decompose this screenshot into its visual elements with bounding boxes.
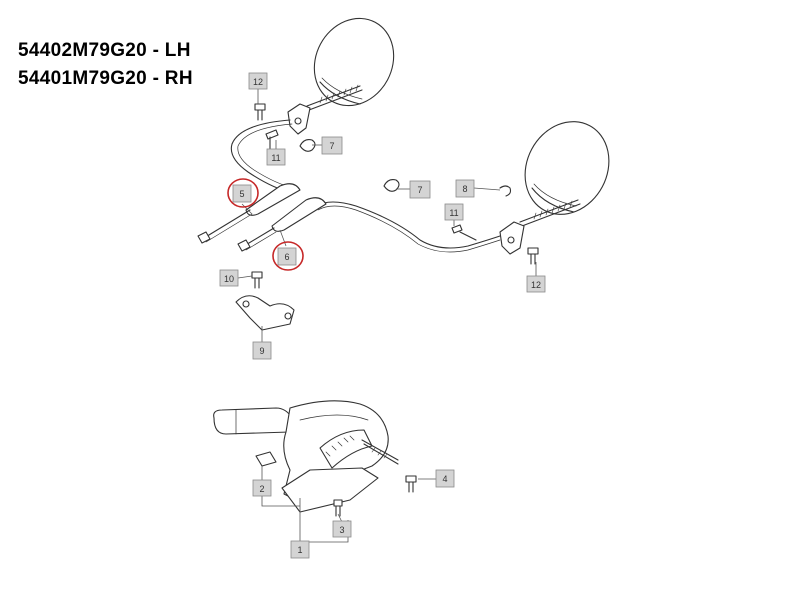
clip-7-right bbox=[383, 179, 400, 192]
right-brake-drum bbox=[524, 121, 610, 215]
bolt-12-left bbox=[254, 103, 266, 121]
svg-text:7: 7 bbox=[417, 185, 422, 195]
svg-text:4: 4 bbox=[442, 474, 447, 484]
bolt-10 bbox=[251, 271, 263, 289]
bolt-12-right bbox=[527, 247, 539, 265]
callout-7-right: 7 bbox=[409, 180, 431, 199]
callout-2: 2 bbox=[252, 479, 272, 497]
svg-text:10: 10 bbox=[224, 274, 234, 284]
hand-brake-lever bbox=[213, 400, 399, 513]
svg-text:8: 8 bbox=[462, 184, 467, 194]
svg-text:2: 2 bbox=[259, 484, 264, 494]
callout-3: 3 bbox=[332, 520, 352, 538]
bolt-11-left bbox=[265, 129, 279, 140]
right-cable bbox=[315, 201, 501, 249]
svg-text:12: 12 bbox=[253, 77, 263, 87]
callout-8: 8 bbox=[455, 179, 475, 198]
callout-5: 5 bbox=[227, 178, 259, 208]
callout-10: 10 bbox=[219, 269, 239, 287]
svg-text:7: 7 bbox=[329, 141, 334, 151]
left-brake-drum bbox=[313, 17, 395, 107]
highlight-circle-6 bbox=[272, 241, 304, 271]
right-cable-bracket bbox=[499, 221, 525, 255]
callout-11-left: 11 bbox=[266, 148, 286, 166]
left-cable-bracket bbox=[287, 103, 311, 135]
svg-text:3: 3 bbox=[339, 525, 344, 535]
clip-7-left bbox=[299, 139, 316, 152]
callout-11-right: 11 bbox=[444, 203, 464, 221]
callout-labels: 12 11 7 5 6 7 8 11 bbox=[219, 72, 546, 559]
right-threaded-rod bbox=[519, 199, 579, 223]
svg-text:1: 1 bbox=[297, 545, 302, 555]
highlight-circle-5 bbox=[227, 178, 259, 208]
cable-assembly-6 bbox=[237, 197, 327, 252]
svg-text:12: 12 bbox=[531, 280, 541, 290]
svg-text:9: 9 bbox=[259, 346, 264, 356]
part-number-lh: 54402M79G20 - LH bbox=[18, 40, 191, 61]
bracket-2 bbox=[255, 451, 277, 467]
callout-6: 6 bbox=[272, 241, 304, 271]
callout-4: 4 bbox=[435, 469, 455, 488]
callout-1: 1 bbox=[290, 540, 310, 559]
clip-8 bbox=[499, 185, 512, 197]
svg-text:6: 6 bbox=[284, 252, 289, 262]
callout-7-left: 7 bbox=[321, 136, 343, 155]
svg-text:11: 11 bbox=[271, 153, 280, 163]
svg-text:5: 5 bbox=[239, 189, 244, 199]
bolt-4 bbox=[405, 475, 417, 493]
bolt-11-right bbox=[451, 224, 463, 234]
svg-text:11: 11 bbox=[449, 208, 458, 218]
callout-9: 9 bbox=[252, 341, 272, 360]
part-number-rh: 54401M79G20 - RH bbox=[18, 68, 193, 89]
bolt-3 bbox=[333, 499, 343, 517]
cable-guide-bracket-9 bbox=[235, 295, 295, 331]
left-cable bbox=[230, 119, 291, 193]
cable-assembly-5 bbox=[197, 183, 301, 244]
callout-12-left: 12 bbox=[248, 72, 268, 90]
callout-12-right: 12 bbox=[526, 275, 546, 293]
